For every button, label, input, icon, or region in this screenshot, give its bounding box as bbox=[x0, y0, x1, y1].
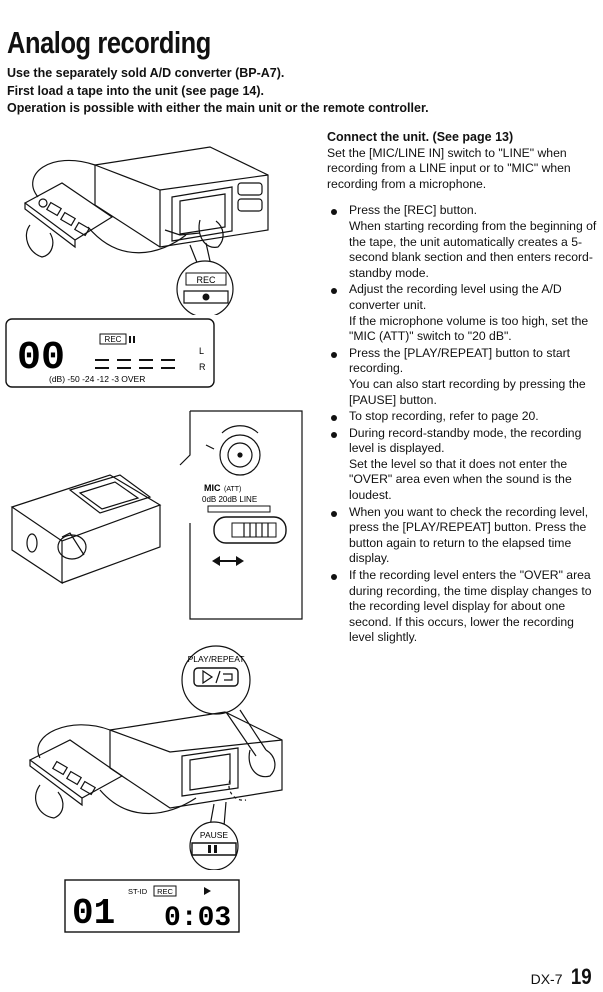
converter-illustration: MIC (ATT) 0dB 20dB LINE bbox=[10, 410, 303, 620]
lcd-digits: 00 bbox=[17, 336, 65, 381]
pause-label: PAUSE bbox=[200, 830, 229, 840]
steps-list: Press the [REC] button. When starting re… bbox=[327, 203, 599, 646]
double-arrow-icon bbox=[212, 556, 244, 566]
lcd-elapsed-time-display: 01 ST-ID REC 0:03 bbox=[64, 879, 240, 934]
list-item: If the recording level enters the "OVER"… bbox=[327, 568, 599, 646]
lcd2-rec-tag: REC bbox=[157, 887, 173, 896]
intro-line: Operation is possible with either the ma… bbox=[7, 101, 429, 115]
elapsed-time: 0:03 bbox=[164, 903, 231, 934]
record-icon bbox=[202, 293, 210, 301]
remote-and-deck-rec-illustration: REC bbox=[23, 146, 269, 315]
lcd-level-display: 00 REC L R (dB) -50 -24 -12 -3 OVER bbox=[5, 318, 215, 388]
intro-line: First load a tape into the unit (see pag… bbox=[7, 83, 264, 98]
page-footer: DX-7 19 bbox=[531, 964, 593, 990]
list-item: To stop recording, refer to page 20. bbox=[327, 409, 599, 425]
stid-label: ST-ID bbox=[128, 887, 148, 896]
lcd-rec-tag: REC bbox=[105, 335, 122, 344]
play-repeat-label: PLAY/REPEAT bbox=[188, 654, 245, 664]
model-name: DX-7 bbox=[530, 971, 563, 987]
page-title: Analog recording bbox=[7, 25, 211, 60]
mic-label: MIC bbox=[204, 483, 221, 493]
intro-list: Use the separately sold A/D converter (B… bbox=[7, 65, 429, 118]
list-item: Press the [REC] button. When starting re… bbox=[327, 203, 599, 281]
list-item: Press the [PLAY/REPEAT] button to start … bbox=[327, 346, 599, 408]
instructions-column: Connect the unit. (See page 13) Set the … bbox=[327, 130, 599, 647]
right-channel-label: R bbox=[199, 362, 206, 372]
level-scale: (dB) -50 -24 -12 -3 OVER bbox=[49, 374, 145, 384]
connect-heading: Connect the unit. (See page 13) bbox=[327, 130, 514, 144]
play-pause-illustration: PLAY/REPEAT PAUSE bbox=[28, 645, 283, 870]
play-repeat-icon bbox=[202, 669, 233, 685]
track-number: 01 bbox=[72, 893, 115, 934]
play-indicator-icon bbox=[204, 887, 211, 895]
list-item: When you want to check the recording lev… bbox=[327, 505, 599, 567]
page-number: 19 bbox=[570, 964, 592, 989]
att-label: (ATT) bbox=[224, 486, 241, 493]
connect-body: Set the [MIC/LINE IN] switch to "LINE" w… bbox=[327, 145, 571, 191]
list-item: During record-standby mode, the recordin… bbox=[327, 426, 599, 504]
intro-line: Use the separately sold A/D converter (B… bbox=[7, 66, 285, 80]
rec-button-label: REC bbox=[196, 275, 216, 285]
left-channel-label: L bbox=[199, 346, 204, 356]
switch-positions: 0dB 20dB LINE bbox=[202, 495, 257, 504]
list-item: Adjust the recording level using the A/D… bbox=[327, 282, 599, 344]
pause-icon bbox=[208, 845, 217, 853]
